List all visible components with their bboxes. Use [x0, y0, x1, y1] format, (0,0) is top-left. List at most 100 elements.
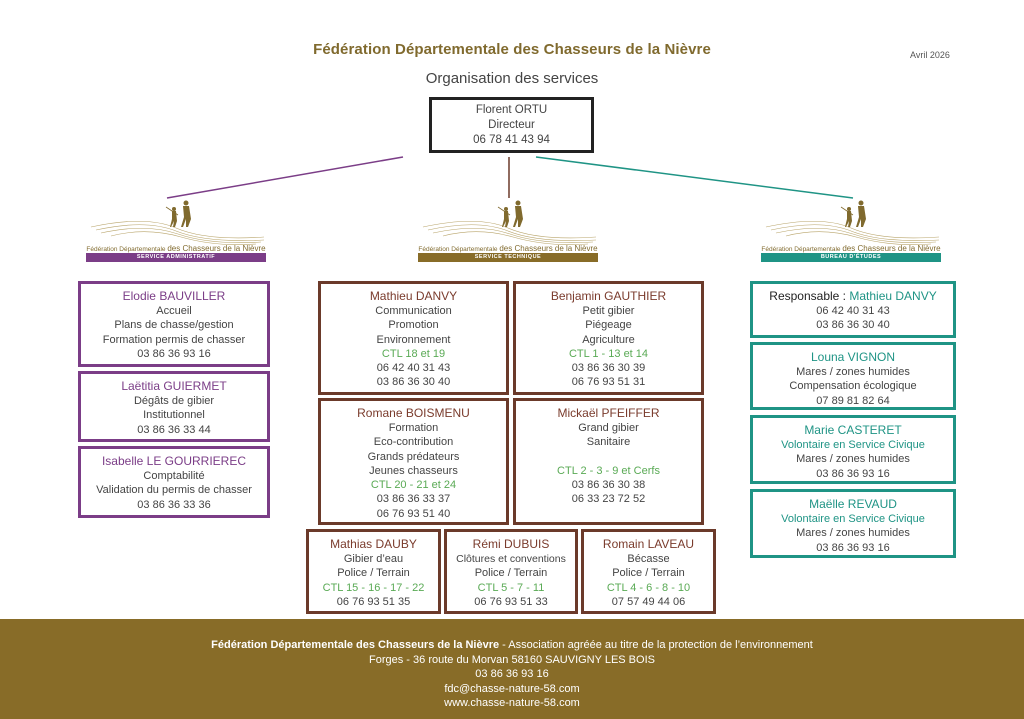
logo-service-technique: Fédération Départementale des Chasseurs …	[418, 195, 598, 265]
staff-phone: 06 76 93 51 35	[336, 595, 411, 608]
staff-name: Benjamin GAUTHIER	[550, 289, 667, 303]
staff-name: Rémi DUBUIS	[472, 537, 550, 551]
staff-role: Grand gibier	[578, 422, 639, 434]
staff-role: Formation	[388, 422, 439, 434]
director-role: Directeur	[488, 119, 535, 131]
band-service-administratif: SERVICE ADMINISTRATIF	[86, 253, 266, 262]
staff-role: Compensation écologique	[789, 380, 917, 393]
document-date: Avril 2026	[910, 50, 950, 60]
staff-card: Romain LAVEAU Bécasse Police / Terrain C…	[581, 529, 716, 614]
staff-name: Romane BOISMENU	[357, 406, 470, 420]
staff-role: Mares / zones humides	[796, 527, 910, 540]
staff-role: Mares / zones humides	[796, 366, 910, 378]
staff-phone: 06 76 93 51 31	[571, 376, 646, 389]
staff-role: Communication	[375, 305, 452, 317]
footer-phone: 03 86 36 93 16	[475, 668, 549, 680]
staff-card: Mathieu DANVY Communication Promotion En…	[318, 281, 509, 395]
staff-role: Sanitaire	[586, 436, 631, 449]
staff-role: Jeunes chasseurs	[369, 464, 458, 477]
staff-role: Clôtures et conventions	[456, 553, 566, 565]
staff-phone: 06 76 93 51 40	[376, 507, 451, 520]
staff-name: Mathieu DANVY	[849, 289, 937, 303]
director-name: Florent ORTU	[475, 104, 548, 116]
staff-phone: 07 89 81 82 64	[816, 394, 890, 407]
staff-card: Romane BOISMENU Formation Eco-contributi…	[318, 398, 509, 525]
staff-role: Police / Terrain	[612, 567, 685, 580]
logo-text: Fédération Départementale des Chasseurs …	[761, 244, 941, 253]
staff-card: Mickaël PFEIFFER Grand gibier Sanitaire …	[513, 398, 704, 525]
staff-card: Rémi DUBUIS Clôtures et conventions Poli…	[444, 529, 578, 614]
spacer	[516, 450, 701, 464]
band-service-technique: SERVICE TECHNIQUE	[418, 253, 598, 262]
footer: Fédération Départementale des Chasseurs …	[0, 619, 1024, 719]
staff-role: Plans de chasse/gestion	[114, 319, 234, 332]
staff-card: Mathias DAUBY Gibier d’eau Police / Terr…	[306, 529, 441, 614]
staff-phone: 03 86 36 93 16	[137, 347, 211, 360]
staff-ctl: CTL 18 et 19	[381, 347, 446, 360]
staff-role: Gibier d’eau	[343, 553, 404, 565]
staff-card: Elodie BAUVILLER Accueil Plans de chasse…	[78, 281, 270, 367]
staff-name: Laëtitia GUIERMET	[121, 379, 227, 393]
staff-phone: 03 86 36 33 44	[137, 423, 211, 436]
logo-text: Fédération Départementale des Chasseurs …	[418, 244, 598, 253]
staff-role: Agriculture	[582, 333, 635, 346]
staff-ctl: CTL 5 - 7 - 11	[477, 581, 545, 594]
hunters-logo-icon	[422, 200, 597, 245]
staff-role: Accueil	[156, 305, 192, 317]
staff-role: Formation permis de chasser	[102, 333, 246, 346]
staff-ctl: CTL 20 - 21 et 24	[370, 479, 457, 492]
staff-role: Police / Terrain	[337, 567, 410, 580]
staff-card: Marie CASTERET Volontaire en Service Civ…	[750, 415, 956, 484]
staff-role: Environnement	[376, 333, 451, 346]
footer-email[interactable]: fdc@chasse-nature-58.com	[444, 682, 580, 695]
staff-role: Dégâts de gibier	[133, 395, 215, 407]
staff-card: Isabelle LE GOURRIEREC Comptabilité Vali…	[78, 446, 270, 518]
staff-name: Marie CASTERET	[804, 423, 902, 437]
page-subtitle: Organisation des services	[425, 70, 599, 87]
staff-phone: 06 33 23 72 52	[571, 493, 646, 506]
staff-phone: 06 76 93 51 33	[474, 595, 548, 608]
staff-phone: 03 86 36 33 37	[376, 493, 451, 506]
staff-name: Romain LAVEAU	[602, 537, 695, 551]
staff-name: Louna VIGNON	[810, 350, 896, 364]
staff-name: Isabelle LE GOURRIEREC	[101, 454, 247, 468]
staff-name: Mathieu DANVY	[369, 289, 458, 303]
staff-phone: 07 57 49 44 06	[611, 595, 686, 608]
footer-address: Forges - 36 route du Morvan 58160 SAUVIG…	[369, 653, 655, 666]
staff-status: Volontaire en Service Civique	[781, 439, 925, 451]
staff-name: Mathias DAUBY	[330, 537, 417, 551]
band-bureau-etudes: BUREAU D’ÉTUDES	[761, 253, 941, 262]
footer-website[interactable]: www.chasse-nature-58.com	[444, 697, 580, 709]
director-card: Florent ORTU Directeur 06 78 41 43 94	[429, 97, 594, 153]
logo-bureau-etudes: Fédération Départementale des Chasseurs …	[761, 195, 941, 265]
footer-org-name: Fédération Départementale des Chasseurs …	[211, 639, 500, 651]
connector-etudes	[535, 156, 854, 199]
staff-ctl: CTL 1 - 13 et 14	[568, 347, 649, 360]
staff-role: Validation du permis de chasser	[96, 484, 252, 497]
staff-role: Comptabilité	[143, 470, 205, 482]
staff-phone: 03 86 36 93 16	[816, 467, 890, 480]
staff-phone: 06 42 40 31 43	[816, 305, 890, 317]
footer-org-desc: - Association agréée au titre de la prot…	[499, 639, 813, 651]
staff-card: Benjamin GAUTHIER Petit gibier Piégeage …	[513, 281, 704, 395]
staff-card: Louna VIGNON Mares / zones humides Compe…	[750, 342, 956, 410]
logo-text: Fédération Départementale des Chasseurs …	[86, 244, 266, 253]
responsable-label: Responsable :	[769, 289, 850, 303]
page-title: Fédération Départementale des Chasseurs …	[313, 41, 711, 58]
staff-phone: 03 86 36 33 36	[137, 498, 211, 511]
staff-name: Maëlle REVAUD	[809, 497, 897, 511]
staff-status: Volontaire en Service Civique	[781, 513, 925, 525]
staff-role: Petit gibier	[582, 305, 635, 317]
connector-administratif	[166, 156, 404, 199]
staff-ctl: CTL 2 - 3 - 9 et Cerfs	[557, 464, 660, 477]
staff-phone: 03 86 36 30 39	[571, 362, 646, 375]
staff-role: Grands prédateurs	[367, 450, 460, 463]
staff-card: Laëtitia GUIERMET Dégâts de gibier Insti…	[78, 371, 270, 442]
director-phone: 06 78 41 43 94	[473, 134, 550, 146]
staff-role: Piégeage	[585, 319, 632, 332]
staff-phone: 03 86 36 93 16	[816, 541, 890, 554]
staff-phone: 03 86 36 30 40	[376, 376, 451, 389]
staff-role: Bécasse	[627, 553, 670, 565]
staff-role: Eco-contribution	[373, 436, 454, 449]
staff-phone: 06 42 40 31 43	[376, 362, 451, 375]
